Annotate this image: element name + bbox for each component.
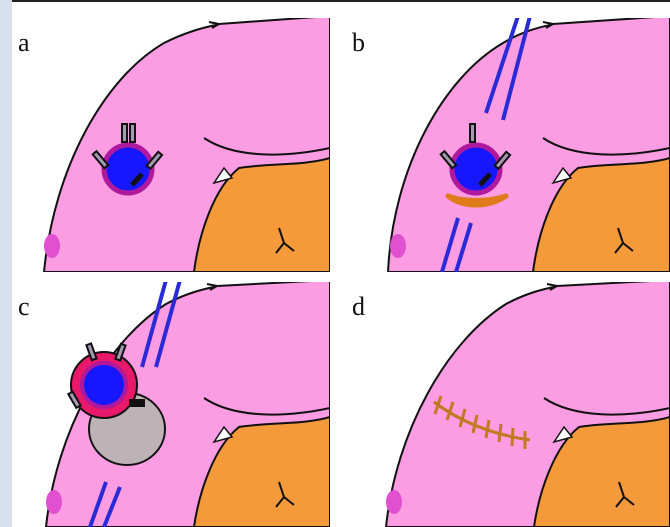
panel-c-drawing [14,282,330,527]
nipple-mark [46,490,62,514]
nipple-mark [386,490,402,514]
nipple-mark [390,234,406,258]
lesion [82,363,126,407]
left-edge-bar [0,0,12,527]
panel-b: b [348,18,670,272]
panel-b-drawing [348,18,670,272]
panel-d: d [348,282,670,527]
panel-c: c [14,282,330,527]
panel-label-d: d [352,294,365,320]
lesion [104,145,152,193]
panel-label-c: c [18,294,30,320]
panel-label-a: a [18,30,30,56]
nipple-mark [44,234,60,258]
panel-a: a [14,18,330,272]
panel-a-drawing [14,18,330,272]
panel-d-drawing [348,282,670,527]
lesion [452,145,500,193]
panel-label-b: b [352,30,365,56]
